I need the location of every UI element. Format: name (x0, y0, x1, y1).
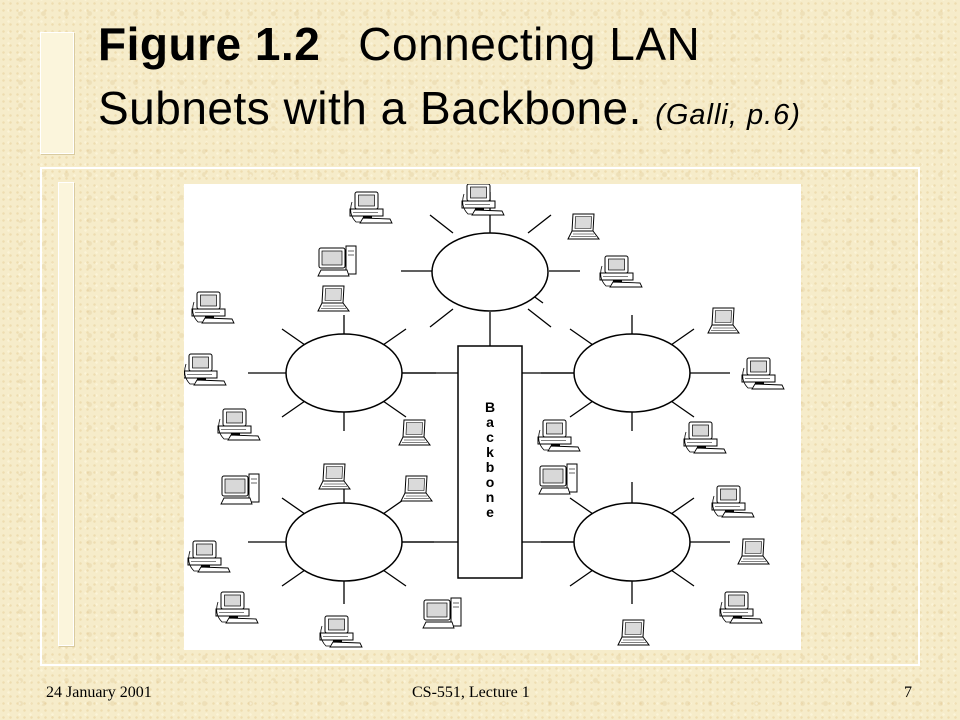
subnet-hub-middle-right (573, 333, 691, 413)
backbone-label-letter: o (486, 474, 495, 490)
decor-rule-bottom (40, 664, 920, 666)
computer-icon (422, 597, 462, 629)
backbone-bar (457, 345, 523, 579)
footer-date: 24 January 2001 (46, 684, 152, 701)
decor-rule-horizontal (40, 167, 920, 169)
footer-course: CS-551, Lecture 1 (412, 684, 530, 701)
title-citation: (Galli, p.6) (655, 99, 801, 131)
decor-rule-vertical-right (918, 167, 920, 666)
lan-backbone-diagram: Backbone (184, 184, 801, 650)
backbone-label-letter: n (486, 489, 495, 505)
subnet-spokes (248, 192, 730, 604)
computer-icon (538, 463, 578, 495)
decor-rule-vertical-left (40, 167, 42, 666)
decor-bar-left (58, 182, 74, 646)
backbone-label-letter: a (486, 414, 494, 430)
computer-icon (220, 473, 260, 505)
figure-label: Figure 1.2 (98, 18, 321, 70)
footer-page-number: 7 (904, 684, 912, 701)
title-text: Connecting LAN Subnets with a Backbone. (98, 18, 701, 134)
computer-icon (317, 245, 357, 277)
backbone-label-letter: k (486, 444, 494, 460)
subnet-hub-top (431, 232, 549, 312)
backbone-label: Backbone (485, 399, 495, 520)
backbone-label-letter: b (486, 459, 495, 475)
backbone-label-letter: c (486, 429, 494, 445)
subnet-hub-bottom-left (285, 502, 403, 582)
backbone-label-letter: e (486, 504, 494, 520)
decor-bar-top (40, 32, 74, 154)
backbone-label-letter: B (485, 399, 495, 415)
subnet-hub-bottom-right (573, 502, 691, 582)
subnet-hub-middle-left (285, 333, 403, 413)
